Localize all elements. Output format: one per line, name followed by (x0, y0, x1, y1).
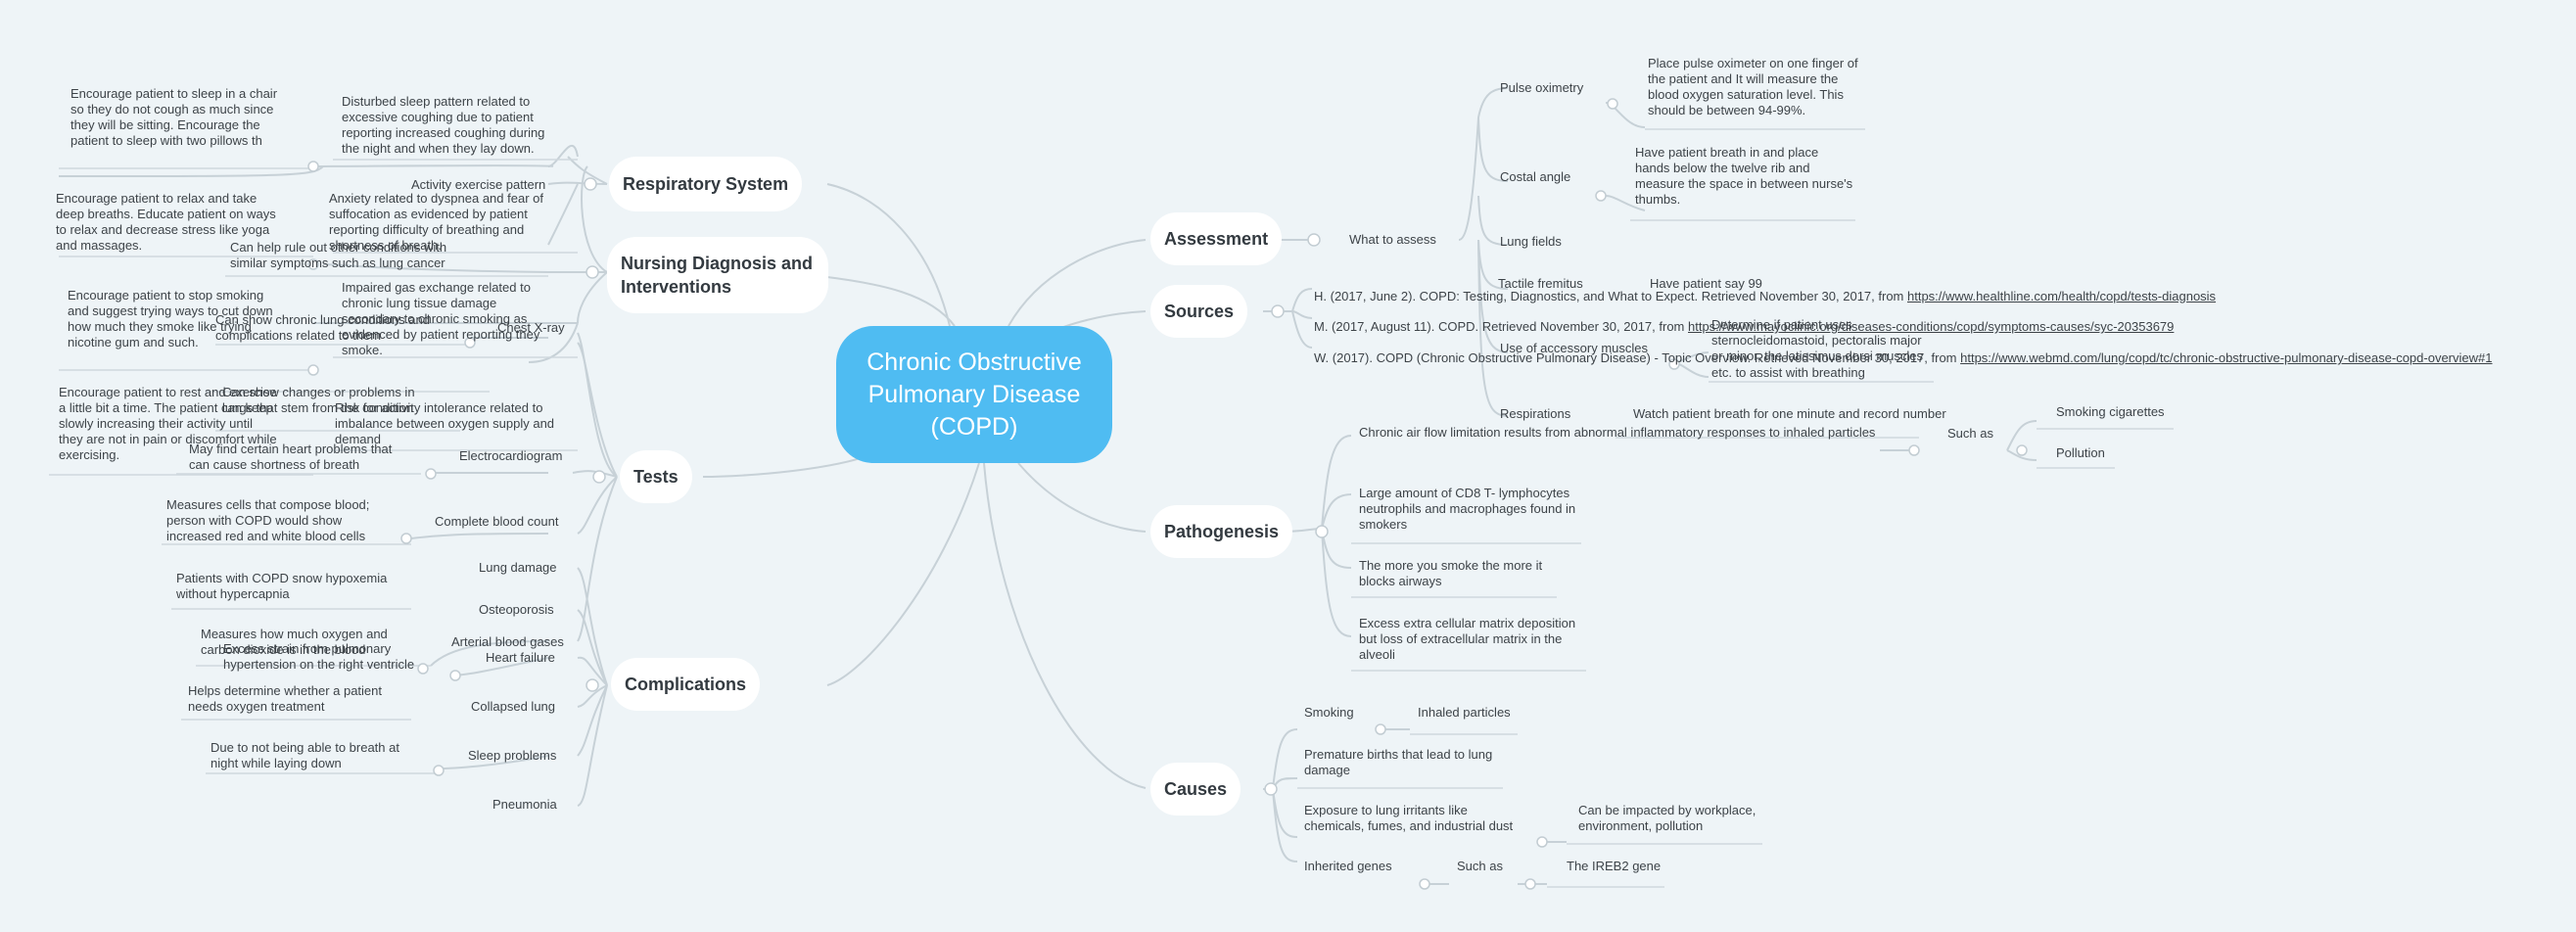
tests-edges (410, 332, 618, 667)
complication-heart-failure[interactable]: Heart failure (486, 650, 555, 665)
complication-osteoporosis[interactable]: Osteoporosis (479, 602, 554, 617)
complication-collapsed-lung[interactable]: Collapsed lung (471, 699, 556, 714)
test-complete-blood-count[interactable]: Complete blood count (435, 514, 559, 529)
branch-sources[interactable]: Sources (1150, 285, 1248, 338)
complication-pneumonia[interactable]: Pneumonia (492, 797, 557, 812)
source-mayoclinic-link[interactable]: https://www.mayoclinic.org/diseases-cond… (1688, 319, 2175, 334)
source-healthline-text: H. (2017, June 2). COPD: Testing, Diagno… (1314, 289, 1907, 303)
assessment-accessory-muscles-detail-b[interactable]: etc. to assist with breathing (1711, 365, 1865, 380)
assessment-accessory-muscles-detail-a[interactable]: Determine if patient uses sternocleidoma… (1711, 317, 1924, 363)
pathogenesis-such-as[interactable]: Such as (1947, 426, 1993, 441)
connector-knobs (307, 98, 2028, 890)
assessment-respirations[interactable]: Respirations (1500, 406, 1571, 421)
cause-inhaled-particles[interactable]: Inhaled particles (1418, 705, 1511, 720)
nursing-diagnosis-anxiety[interactable]: Anxiety related to dyspnea and fear of s… (329, 191, 543, 253)
nursing-diagnosis-activity[interactable]: Activity exercise pattern (411, 177, 546, 192)
source-mayoclinic-text: M. (2017, August 11). COPD. Retrieved No… (1314, 319, 1688, 334)
assessment-tactile-fremitus[interactable]: Tactile fremitus (1498, 276, 1583, 291)
assessment-what-to-assess[interactable]: What to assess (1349, 232, 1436, 247)
nursing-intervention-sleep[interactable]: Encourage patient to sleep in a chair so… (70, 86, 278, 148)
test-xray-detail-a[interactable]: Can help rule out other conditions with … (230, 240, 447, 270)
cause-lung-irritants-detail[interactable]: Can be impacted by workplace, environmen… (1578, 803, 1756, 833)
test-abg-detail-b[interactable]: Measures how much oxygen and carbon diox… (201, 627, 388, 657)
cause-ireb2-gene[interactable]: The IREB2 gene (1567, 859, 1662, 873)
complication-sleep-problems[interactable]: Sleep problems (468, 748, 557, 763)
source-healthline-link[interactable]: https://www.healthline.com/health/copd/t… (1907, 289, 2217, 303)
assessment-lung-fields[interactable]: Lung fields (1500, 234, 1562, 249)
source-webmd: W. (2017). COPD (Chronic Obstructive Pul… (1314, 335, 2492, 366)
source-healthline: H. (2017, June 2). COPD: Testing, Diagno… (1314, 273, 2216, 304)
central-topic[interactable]: Chronic Obstructive Pulmonary Disease (C… (836, 326, 1112, 463)
assessment-tactile-fremitus-detail[interactable]: Have patient say 99 (1650, 276, 1762, 291)
test-cbc-detail[interactable]: Measures cells that compose blood; perso… (166, 497, 370, 543)
assessment-pulse-oximetry[interactable]: Pulse oximetry (1500, 80, 1584, 95)
test-ecg-detail[interactable]: May find certain heart problems that can… (189, 442, 393, 472)
pathogenesis-pollution[interactable]: Pollution (2056, 445, 2105, 460)
complication-sleep-detail[interactable]: Due to not being able to breath at night… (211, 740, 399, 770)
cause-smoking[interactable]: Smoking (1304, 705, 1354, 720)
test-abg-detail-c[interactable]: Helps determine whether a patient needs … (188, 683, 383, 714)
sources-edges (1263, 288, 1313, 349)
nursing-diagnosis-gas-exchange[interactable]: Impaired gas exchange related to chronic… (342, 280, 540, 357)
cause-premature-births[interactable]: Premature births that lead to lung damag… (1304, 747, 1493, 777)
topic-underlines (49, 128, 2174, 888)
test-abg-detail-a[interactable]: Patients with COPD snow hypoxemia withou… (176, 571, 388, 601)
nursing-intervention-activity[interactable]: Encourage patient to rest and exercise a… (59, 385, 277, 462)
branch-causes[interactable]: Causes (1150, 763, 1241, 816)
complication-heart-failure-detail[interactable]: Excess strain from pulmonary hypertensio… (223, 641, 415, 672)
test-arterial-blood-gases[interactable]: Arterial blood gases (451, 634, 564, 649)
nursing-edges (58, 144, 608, 363)
branch-nursing-diagnosis[interactable]: Nursing Diagnosis and Interventions (607, 237, 828, 313)
pathogenesis-extracellular-matrix[interactable]: Excess extra cellular matrix deposition … (1359, 616, 1576, 662)
assessment-pulse-oximetry-detail[interactable]: Place pulse oximeter on one finger of th… (1648, 56, 1858, 117)
cause-lung-irritants[interactable]: Exposure to lung irritants like chemical… (1304, 803, 1514, 833)
assessment-costal-angle-detail[interactable]: Have patient breath in and place hands b… (1635, 145, 1853, 207)
assessment-accessory-muscles[interactable]: Use of accessory muscles (1500, 341, 1648, 355)
source-mayoclinic: M. (2017, August 11). COPD. Retrieved No… (1314, 303, 2174, 335)
nursing-diagnosis-sleep[interactable]: Disturbed sleep pattern related to exces… (342, 94, 545, 156)
test-chest-xray[interactable]: Chest X-ray (497, 320, 565, 335)
cause-inherited-genes[interactable]: Inherited genes (1304, 859, 1392, 873)
pathogenesis-airflow-limitation[interactable]: Chronic air flow limitation results from… (1359, 425, 1876, 440)
causes-edges (1263, 728, 1567, 885)
nursing-diagnosis-activity-intolerance[interactable]: Risk for activity intolerance related to… (335, 400, 555, 446)
assessment-costal-angle[interactable]: Costal angle (1500, 169, 1571, 184)
complications-edges (440, 567, 608, 807)
nursing-intervention-anxiety[interactable]: Encourage patient to relax and take deep… (56, 191, 276, 253)
source-webmd-link[interactable]: https://www.webmd.com/lung/copd/tc/chron… (1960, 350, 2493, 365)
test-electrocardiogram[interactable]: Electrocardiogram (459, 448, 563, 463)
pathogenesis-smoking-cigarettes[interactable]: Smoking cigarettes (2056, 404, 2165, 419)
cause-such-as[interactable]: Such as (1457, 859, 1503, 873)
test-xray-detail-c[interactable]: Can show changes or problems in lungs th… (222, 385, 415, 415)
branch-complications[interactable]: Complications (611, 658, 761, 711)
source-webmd-text: W. (2017). COPD (Chronic Obstructive Pul… (1314, 350, 1961, 365)
branch-assessment[interactable]: Assessment (1150, 212, 1283, 265)
assessment-respirations-detail[interactable]: Watch patient breath for one minute and … (1633, 406, 1946, 421)
pathogenesis-airway-blockage[interactable]: The more you smoke the more it blocks ai… (1359, 558, 1543, 588)
branch-pathogenesis[interactable]: Pathogenesis (1150, 505, 1293, 558)
branch-respiratory-system[interactable]: Respiratory System (609, 157, 803, 211)
pathogenesis-cd8-lymphocytes[interactable]: Large amount of CD8 T- lymphocytes neutr… (1359, 486, 1576, 532)
nursing-intervention-gas-exchange[interactable]: Encourage patient to stop smoking and su… (68, 288, 273, 350)
complication-lung-damage[interactable]: Lung damage (479, 560, 557, 575)
assessment-edges (1273, 87, 1710, 417)
test-xray-detail-b[interactable]: Can show chronic lung conditions and com… (215, 312, 430, 343)
branch-tests[interactable]: Tests (620, 450, 692, 503)
